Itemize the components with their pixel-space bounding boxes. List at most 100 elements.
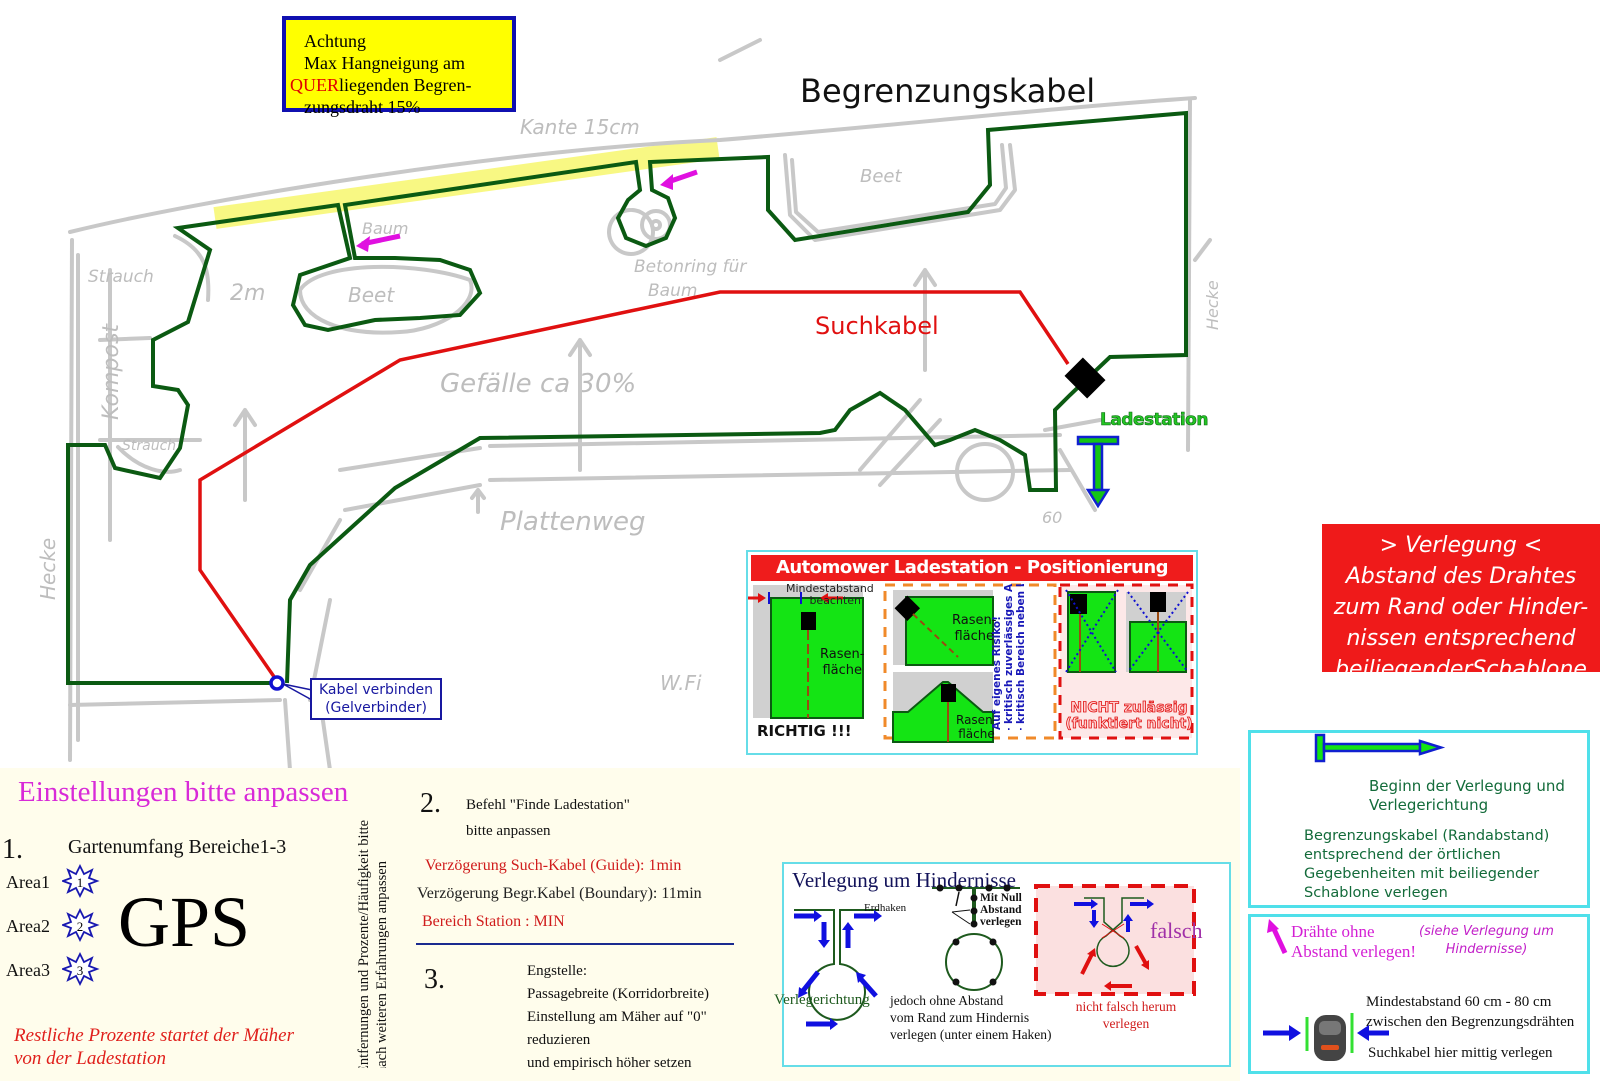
correct-label: RICHTIG !!! [757,722,852,740]
area-badges: 1 2 3 [62,864,100,987]
lawn-label-line1: Rasen- [952,613,997,628]
boundary-delay-setting[interactable]: Verzögerung Begr.Kabel (Boundary): 11min [417,885,702,902]
wrong-loop-example [1034,884,1196,996]
boundary-text-line3: Gegebenheiten mit beiliegender [1304,866,1540,882]
see-text-line1: (siehe Verlegung um [1419,924,1554,939]
mower-corridor-graphic [1263,1013,1389,1061]
no-distance-note: jedoch ohne Abstand vom Rand zum Hindern… [890,992,1052,1043]
wrong-caption: nicht falsch herum verlegen [1066,998,1186,1032]
step2-number: 2. [420,788,441,819]
step2-heading-line1: Befehl "Finde Ladestation" [466,797,630,813]
lawn-label-line1: Rasen- [956,713,997,727]
area1-badge: 1 [77,875,84,890]
magenta-up-arrow-icon [1267,919,1288,955]
start-text: Beginn der Verlegung und Verlegerichtung [1369,777,1565,815]
wires-text-line2: Abstand verlegen! [1291,942,1417,961]
wrong-label: falsch [1150,918,1203,943]
info-line4: nissen entsprechend [1346,626,1576,651]
station-range-setting[interactable]: Bereich Station : MIN [422,913,565,930]
lawn-label-3: Rasen- fläche [956,713,997,741]
remainder-line1: Restliche Prozente startet der Mäher [14,1025,295,1046]
label-hecke-right: Hecke [1203,280,1222,330]
area3-label: Area3 [6,960,50,980]
slope-warning-box: Achtung Max Hangneigung am QUERliegenden… [282,16,516,117]
not-allowed-line2: (funktiert nicht) [1065,716,1193,733]
no-distance-line1: jedoch ohne Abstand [890,993,1004,1008]
start-text-line2: Verlegerichtung [1369,796,1489,814]
min-distance-text: Mindestabstand 60 cm - 80 cm zwischen de… [1366,992,1574,1032]
not-allowed-line1: NICHT zulässig [1070,700,1188,717]
step3-line4: reduzieren [527,1032,591,1048]
guide-cable [198,290,1070,682]
legend-corridor-box: Drähte ohne Abstand verlegen! (siehe Ver… [1248,914,1590,1074]
boundary-text-line2: entsprechend der örtlichen [1304,847,1501,863]
null-distance-line1: Mit Null [980,892,1022,904]
positioning-title: Automower Ladestation - Positionierung [751,555,1193,581]
warning-line2: Max Hangneigung am [304,53,465,73]
vertical-note-line2: nach weiteren Erfahrungen anpassen [374,860,390,1068]
risk-note: Auf eigenes Risiko! - kritisch zuverläss… [991,584,1027,730]
erdhaken-label: Erdhaken [864,902,907,914]
wrong-examples [1065,589,1189,673]
connector-callout: Kabel verbinden (Gelverbinder) [310,678,442,720]
warning-line4: zungsdraht 15% [304,97,421,117]
boundary-cable-label: Begrenzungskabel [800,72,1096,110]
boundary-cable [66,110,1188,685]
warning-line3: liegenden Begren- [339,75,472,95]
label-kompost: Kompost [99,323,124,420]
label-baum2: Baum [648,281,697,301]
label-beet-right: Beet [860,166,902,187]
callout-line1: Kabel verbinden [318,682,434,698]
min-distance-line2: beachten [809,594,861,607]
start-text-line1: Beginn der Verlegung und [1369,777,1565,795]
label-60: 60 [1042,508,1062,527]
info-line1: > Verlegung < [1379,533,1543,558]
label-strauch-top: Strauch [88,267,154,287]
boundary-text: Begrenzungskabel (Randabstand) entsprech… [1304,827,1549,903]
step3-line3: Einstellung am Mäher auf "0" [527,1009,707,1025]
area3-badge: 3 [77,963,84,978]
risky-examples [892,590,994,743]
remainder-note: Restliche Prozente startet der Mäher von… [14,1024,294,1070]
step2-heading-line2: bitte anpassen [466,823,551,839]
label-kante: Kante 15cm [520,115,640,139]
slope-highlight [213,137,720,229]
magenta-arrows [356,169,698,252]
step1-number: 1. [2,834,23,865]
info-line3: zum Rand oder Hinder- [1333,595,1589,620]
cable-connector-icon[interactable] [269,675,285,691]
slope-arrows [233,268,937,514]
lawn-label-1: Rasen- fläche [820,647,864,679]
label-beet-left: Beet [348,283,395,307]
warning-line1: Achtung [304,31,366,51]
info-line2: Abstand des Drahtes [1345,564,1577,589]
guide-cable-label: Suchkabel [815,312,939,340]
callout-pointer [282,683,313,702]
boundary-text-line4: Schablone verlegen [1304,885,1448,901]
see-text: (siehe Verlegung um Hindernisse) [1419,923,1554,959]
guide-delay-setting[interactable]: Verzögerung Such-Kabel (Guide): 1min [425,857,682,874]
boundary-text-line1: Begrenzungskabel (Randabstand) [1304,828,1550,844]
correct-loop-example [794,909,882,1030]
null-distance-line3: verlegen [980,916,1022,928]
start-direction-icon [1076,435,1120,509]
lawn-label-line2: fläche [958,727,995,741]
step3-line5: und empirisch höher setzen [527,1055,692,1071]
start-arrow-icon [1314,733,1446,763]
mower-icon [1314,1015,1346,1061]
settings-divider [416,943,734,945]
label-strauch-bottom: Strauch [122,438,176,454]
lawn-label-line1: Rasen- [820,647,865,662]
area1-star-icon: 1 [62,864,100,899]
obstacles-graphics [794,884,1196,1030]
callout-line2: (Gelverbinder) [325,700,427,716]
step3-line1: Engstelle: [527,963,587,979]
min-text-line1: Mindestabstand 60 cm - 80 cm [1366,994,1552,1010]
laying-info-box: > Verlegung < Abstand des Drahtes zum Ra… [1322,524,1600,682]
positioning-panel: Automower Ladestation - Positionierung [746,550,1198,755]
label-hecke-left: Hecke [36,538,60,600]
positioning-graphics [748,583,1194,743]
lawn-label-line2: fläche [822,663,862,678]
gps-label: GPS [118,882,251,962]
direction-label: Verlegerichtung [774,992,870,1008]
